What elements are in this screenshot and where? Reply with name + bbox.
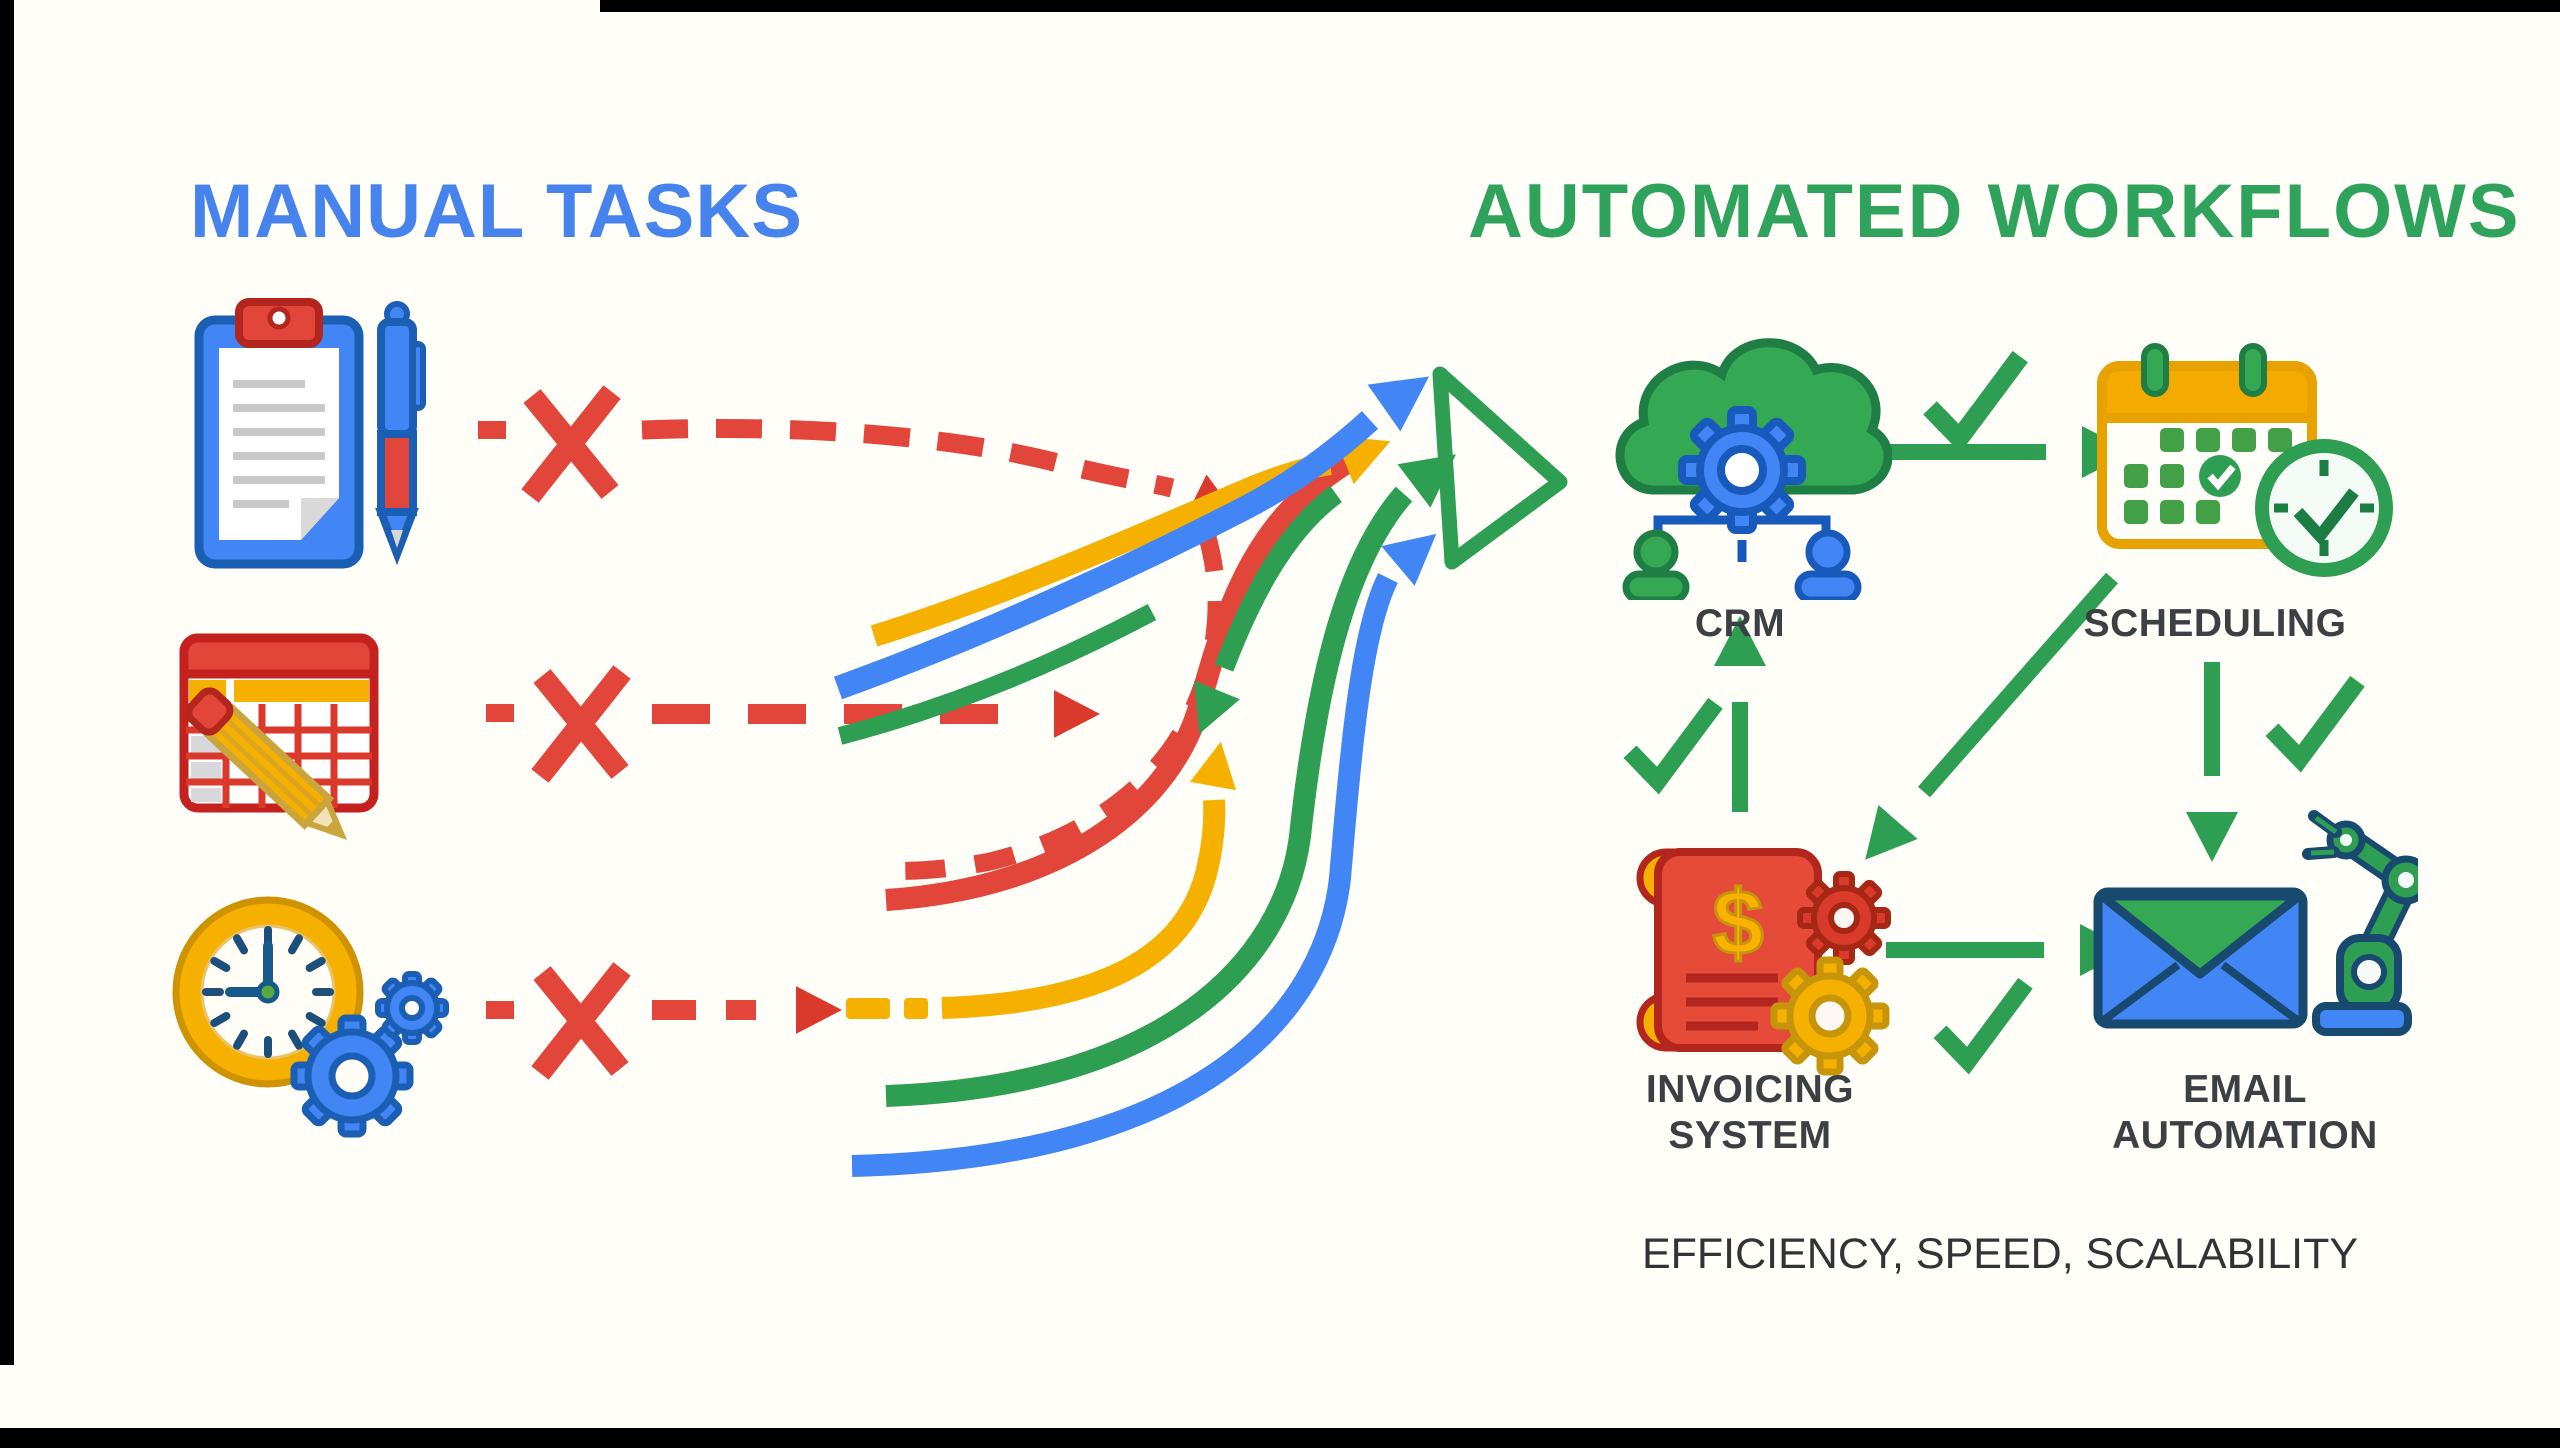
envelope-robot-arm-icon bbox=[2093, 810, 2418, 1036]
blue-stream-curve bbox=[851, 573, 1398, 1177]
big-green-outline-arrow-icon bbox=[1432, 366, 1568, 570]
red-arrowhead-icon bbox=[1054, 690, 1100, 738]
invoicing-label-line2: SYSTEM bbox=[1668, 1114, 1832, 1157]
dollar-glyph: $ bbox=[1712, 872, 1763, 974]
crm-label: CRM bbox=[1694, 602, 1786, 645]
small-gear-icon bbox=[375, 971, 449, 1045]
top-black-bar bbox=[600, 0, 2560, 12]
check-icon bbox=[1630, 703, 1716, 780]
converging-arrows-group bbox=[833, 353, 1568, 1177]
workflow-node-email bbox=[2088, 800, 2418, 1065]
dash-fragment bbox=[486, 704, 514, 722]
workflow-node-invoicing: $ bbox=[1620, 826, 1900, 1086]
crm-cloud-gear-people-icon bbox=[1615, 338, 1892, 600]
manual-task-spreadsheet bbox=[172, 628, 452, 843]
yellow-dash bbox=[904, 998, 928, 1019]
manual-task-clipboard bbox=[185, 292, 435, 577]
yellow-stream-curve bbox=[941, 799, 1226, 1019]
manual-task-clock bbox=[160, 880, 460, 1150]
blue-upper-curve bbox=[833, 411, 1379, 700]
person-icon bbox=[1805, 529, 1851, 575]
dash-fragment bbox=[478, 421, 506, 439]
dashed-arrow-row1 bbox=[641, 419, 1175, 498]
yellow-arrowhead-icon bbox=[1189, 737, 1244, 791]
red-gear-icon bbox=[1797, 871, 1891, 965]
email-label-line1: EMAIL bbox=[2183, 1068, 2307, 1111]
x-mark-icon bbox=[540, 969, 622, 1073]
green-stream-curve bbox=[885, 486, 1413, 1107]
check-icon bbox=[2272, 681, 2358, 758]
clock-icon bbox=[2255, 439, 2393, 577]
x-mark-icon bbox=[530, 392, 612, 496]
automated-workflows-title: AUTOMATED WORKFLOWS bbox=[1468, 169, 2521, 254]
clock-gears-icon bbox=[172, 896, 449, 1138]
left-black-bar bbox=[0, 0, 14, 1365]
email-label-line2: AUTOMATION bbox=[2112, 1114, 2378, 1157]
invoice-scroll-gears-icon: $ bbox=[1636, 848, 1891, 1076]
red-stream-curve bbox=[885, 452, 1354, 911]
robot-claw bbox=[2302, 810, 2342, 860]
x-mark-icon bbox=[540, 672, 622, 776]
workflow-node-scheduling bbox=[2092, 340, 2402, 590]
arrow-scheduling-to-invoicing bbox=[1917, 572, 2119, 798]
person-icon bbox=[1633, 529, 1679, 575]
check-circle-icon bbox=[2199, 455, 2241, 497]
invoicing-label-line1: INVOICING bbox=[1645, 1068, 1855, 1111]
dash-fragment bbox=[486, 1001, 514, 1019]
green-upper-segment bbox=[837, 604, 1157, 745]
bottom-black-bar bbox=[0, 1428, 2560, 1448]
yellow-gear-icon bbox=[1770, 956, 1890, 1076]
calendar-clock-check-icon bbox=[2097, 343, 2393, 577]
yellow-dash bbox=[846, 998, 890, 1019]
scheduling-label: SCHEDULING bbox=[2083, 602, 2347, 645]
clipboard-pen-icon bbox=[194, 298, 426, 569]
workflow-connectors-group bbox=[1630, 357, 2358, 1061]
large-gear-icon bbox=[290, 1014, 414, 1138]
manual-tasks-title: MANUAL TASKS bbox=[190, 169, 803, 254]
check-icon bbox=[1930, 357, 2020, 439]
gear-icon bbox=[1678, 406, 1806, 534]
spreadsheet-pencil-icon bbox=[179, 633, 379, 840]
red-arrowhead-icon bbox=[796, 986, 842, 1034]
green-counter-curve bbox=[1214, 485, 1343, 672]
tagline: EFFICIENCY, SPEED, SCALABILITY bbox=[1641, 1230, 2359, 1278]
workflow-node-crm bbox=[1592, 330, 1892, 600]
check-icon bbox=[1940, 983, 2026, 1060]
